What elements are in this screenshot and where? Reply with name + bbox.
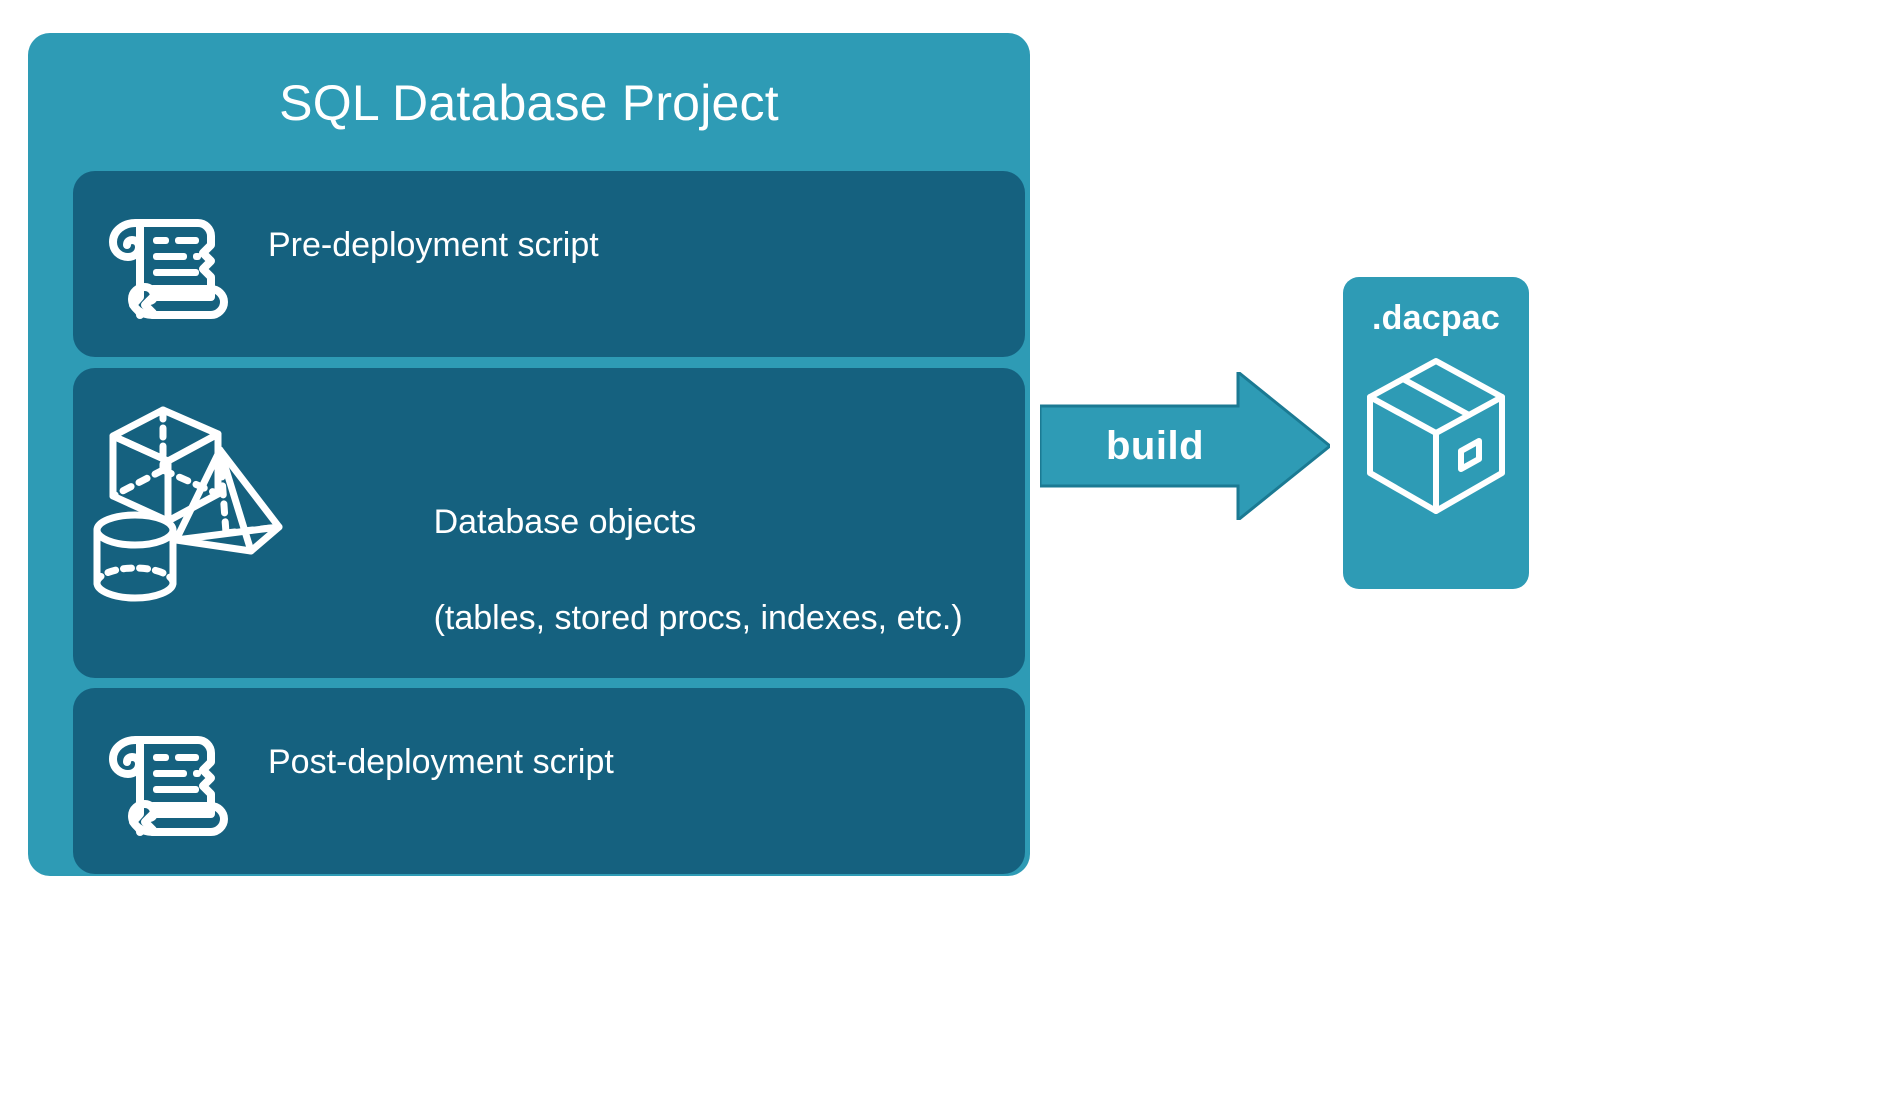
section-database-objects-line1: Database objects bbox=[433, 503, 697, 541]
section-pre-deployment[interactable]: Pre-deployment script bbox=[73, 171, 1025, 357]
package-box-icon bbox=[1363, 355, 1509, 517]
section-database-objects-line2: (tables, stored procs, indexes, etc.) bbox=[433, 599, 963, 637]
dacpac-output-card[interactable]: .dacpac bbox=[1343, 277, 1529, 589]
section-database-objects[interactable]: Database objects (tables, stored procs, … bbox=[73, 368, 1025, 678]
section-post-deployment-label: Post-deployment script bbox=[268, 743, 614, 781]
pyramid-icon bbox=[172, 446, 283, 555]
scroll-icon bbox=[93, 710, 233, 850]
scroll-icon bbox=[93, 193, 233, 333]
database-object-shapes bbox=[83, 388, 343, 638]
page-title: SQL Database Project bbox=[279, 75, 779, 131]
dacpac-title: .dacpac bbox=[1371, 299, 1501, 337]
sql-database-project-container: SQL Database Project bbox=[28, 33, 1030, 876]
cube-icon bbox=[109, 406, 222, 525]
section-post-deployment[interactable]: Post-deployment script bbox=[73, 688, 1025, 874]
section-pre-deployment-label: Pre-deployment script bbox=[268, 226, 599, 264]
build-arrow-icon bbox=[1038, 368, 1333, 524]
section-database-objects-label: Database objects (tables, stored procs, … bbox=[358, 450, 963, 690]
cylinder-icon bbox=[93, 511, 177, 602]
